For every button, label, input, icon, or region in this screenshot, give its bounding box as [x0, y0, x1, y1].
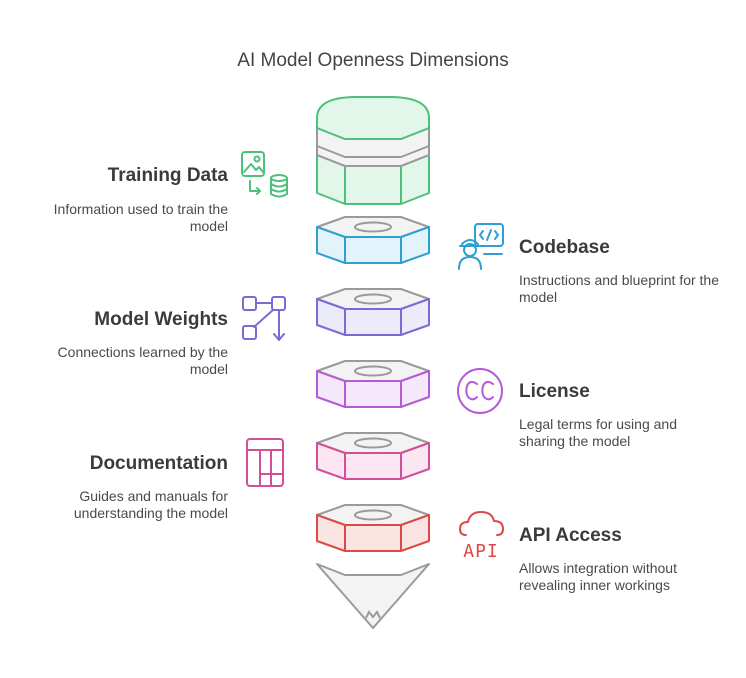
api-access-description: Allows integration without revealing inn… — [519, 560, 677, 593]
segment-documentation — [316, 432, 430, 480]
segment-model-weights — [316, 288, 430, 336]
diagram-title: AI Model Openness Dimensions — [237, 50, 509, 71]
training-data-heading: Training Data — [107, 165, 228, 186]
creative-commons-icon — [457, 368, 503, 414]
document-layout-icon — [246, 438, 284, 487]
license-description: Legal terms for using and sharing the mo… — [519, 416, 677, 449]
segment-license — [316, 360, 430, 408]
training-data-description: Information used to train the model — [53, 201, 228, 234]
api-icon-label: API — [463, 541, 499, 562]
license-heading: License — [519, 381, 590, 402]
api-access-heading: API Access — [519, 525, 622, 546]
segment-codebase — [316, 216, 430, 264]
documentation-heading: Documentation — [89, 453, 228, 474]
image-to-database-icon — [241, 151, 288, 198]
model-weights-heading: Model Weights — [94, 309, 228, 330]
workflow-nodes-icon — [242, 296, 286, 341]
bottom-spike — [316, 563, 430, 629]
developer-code-icon — [458, 223, 504, 270]
codebase-heading: Codebase — [519, 237, 610, 258]
model-weights-description: Connections learned by the model — [57, 344, 228, 377]
segment-api-access — [316, 504, 430, 552]
documentation-description: Guides and manuals for understanding the… — [73, 488, 228, 521]
codebase-description: Instructions and blueprint for the model — [519, 272, 720, 305]
cloud-api-icon: API — [459, 511, 504, 562]
top-cap-segment — [316, 96, 430, 205]
